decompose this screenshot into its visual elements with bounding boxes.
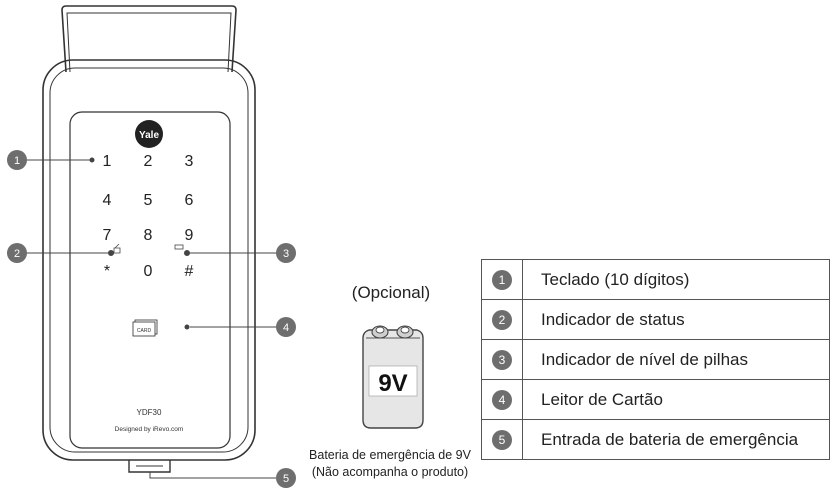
key-6: 6 (185, 192, 194, 209)
key-1: 1 (103, 153, 112, 170)
lock-status-icon (113, 243, 121, 254)
legend-row: 2 Indicador de status (481, 299, 830, 340)
lock-inner-body (49, 67, 249, 453)
svg-text:3: 3 (283, 248, 289, 260)
battery-caption-line2: (Não acompanha o produto) (312, 465, 468, 479)
legend-label: Indicador de nível de pilhas (522, 339, 830, 380)
card-reader: CARD (132, 319, 190, 337)
svg-text:4: 4 (283, 322, 289, 334)
callout-lines (21, 159, 282, 479)
card-label: CARD (137, 328, 152, 334)
lock-top-inner (66, 12, 232, 73)
legend-row: 1 Teclado (10 dígitos) (481, 259, 830, 300)
legend-row: 5 Entrada de bateria de emergência (481, 419, 830, 460)
legend-badge: 1 (492, 269, 512, 290)
lock-top-housing (61, 5, 237, 73)
yale-logo: Yale (135, 120, 163, 148)
legend-label: Teclado (10 dígitos) (522, 259, 830, 300)
key-0: 0 (144, 263, 153, 280)
battery-face-text: 9V (378, 370, 407, 397)
model-text: YDF30 (137, 408, 162, 417)
brand-text: Yale (139, 130, 159, 141)
legend-badge: 4 (492, 389, 512, 410)
credit-text: Designed by iRevo.com (115, 426, 184, 433)
lock-outer-body (42, 59, 256, 461)
legend-badge: 5 (492, 429, 512, 450)
legend-label: Indicador de status (522, 299, 830, 340)
legend-label: Leitor de Cartão (522, 379, 830, 420)
key-2: 2 (144, 153, 153, 170)
key-7: 7 (103, 227, 112, 244)
battery-level-icon (174, 244, 184, 250)
callout-badge-5: 5 (276, 468, 296, 488)
legend-table: 1 Teclado (10 dígitos) 2 Indicador de st… (481, 259, 830, 460)
key-1-dot (89, 157, 95, 163)
door-lock (42, 5, 256, 473)
key-4: 4 (103, 192, 112, 209)
key-8: 8 (144, 227, 153, 244)
keypad-panel (69, 111, 231, 449)
callout-line-5 (149, 472, 282, 479)
callout-badge-4: 4 (276, 317, 296, 337)
key-star: * (104, 263, 110, 280)
legend-badge: 3 (492, 349, 512, 370)
optional-label: (Opcional) (352, 283, 430, 302)
svg-text:2: 2 (14, 248, 20, 260)
battery-caption-line1: Bateria de emergência de 9V (309, 448, 472, 462)
key-5: 5 (144, 192, 153, 209)
callout-badge-1: 1 (7, 150, 27, 170)
svg-text:5: 5 (283, 473, 289, 485)
svg-text:1: 1 (14, 155, 20, 167)
keypad: 1 2 3 4 5 6 7 8 9 * 0 # (103, 153, 194, 280)
legend-row: 4 Leitor de Cartão (481, 379, 830, 420)
legend-row: 3 Indicador de nível de pilhas (481, 339, 830, 380)
status-indicator (108, 243, 121, 256)
key-9: 9 (185, 227, 194, 244)
key-hash: # (185, 263, 194, 280)
card-reader-dot (184, 324, 190, 330)
battery-level-indicator (174, 244, 190, 256)
key-3: 3 (185, 153, 194, 170)
legend-label: Entrada de bateria de emergência (522, 419, 830, 460)
legend-badge: 2 (492, 309, 512, 330)
battery-9v-illustration: 9V (362, 325, 424, 429)
callout-badge-2: 2 (7, 243, 27, 263)
callout-badge-3: 3 (276, 243, 296, 263)
